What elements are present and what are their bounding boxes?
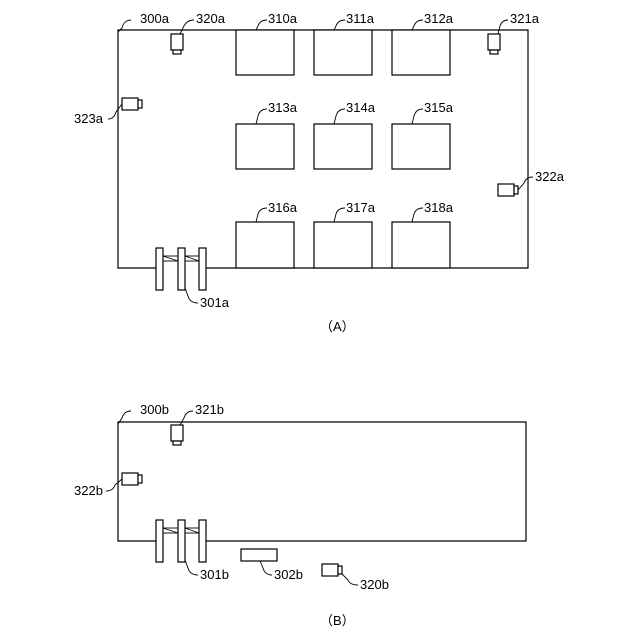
shelf-316a: [236, 222, 294, 268]
shelf-312a: [392, 30, 450, 75]
camera-323a-icon: [122, 98, 142, 110]
shelf-310a: [236, 30, 294, 75]
label-321a: 321a: [510, 11, 540, 26]
counter-302b: [241, 549, 277, 561]
label-322b: 322b: [74, 483, 103, 498]
camera-322a-icon: [498, 184, 518, 196]
camera-320a-icon: [171, 34, 183, 54]
shelf-314a: [314, 124, 372, 169]
leader-302b: [260, 561, 272, 575]
leader-318a: [412, 208, 423, 222]
gate-301b: [156, 520, 206, 562]
camera-321a-icon: [488, 34, 500, 54]
label-317a: 317a: [346, 200, 376, 215]
caption-a: （A）: [320, 319, 355, 334]
label-321b: 321b: [195, 402, 224, 417]
gate-301a: [156, 248, 206, 290]
leader-320b: [342, 574, 358, 585]
label-301a: 301a: [200, 295, 230, 310]
leader-320a: [180, 20, 194, 34]
leader-323a: [108, 104, 122, 119]
label-310a: 310a: [268, 11, 298, 26]
label-320b: 320b: [360, 577, 389, 592]
figure-a: 300a 320a 310a 311a 312a 321a 313a 314a …: [74, 11, 565, 334]
shelf-315a: [392, 124, 450, 169]
label-300a: 300a: [140, 11, 170, 26]
leader-321a: [498, 20, 508, 34]
leader-322a: [518, 177, 533, 190]
label-320a: 320a: [196, 11, 226, 26]
shelf-318a: [392, 222, 450, 268]
label-300b: 300b: [140, 402, 169, 417]
leader-317a: [334, 208, 345, 222]
leader-310a: [256, 20, 267, 30]
label-302b: 302b: [274, 567, 303, 582]
label-311a: 311a: [346, 11, 375, 26]
leader-316a: [256, 208, 267, 222]
figure-b: 300b 321b 322b 301b 302b 320b （B）: [74, 402, 526, 628]
label-315a: 315a: [424, 100, 454, 115]
leader-301b: [185, 560, 198, 575]
leader-313a: [256, 109, 267, 124]
label-314a: 314a: [346, 100, 376, 115]
shelf-311a: [314, 30, 372, 75]
camera-320b-icon: [322, 564, 342, 576]
shelf-317a: [314, 222, 372, 268]
leader-311a: [334, 20, 345, 30]
leader-322b: [106, 479, 122, 491]
camera-322b-icon: [122, 473, 142, 485]
label-313a: 313a: [268, 100, 298, 115]
label-318a: 318a: [424, 200, 454, 215]
leader-301a: [185, 288, 198, 303]
caption-b: （B）: [320, 613, 355, 628]
label-323a: 323a: [74, 111, 104, 126]
leader-321b: [180, 411, 193, 425]
leader-314a: [334, 109, 345, 124]
leader-312a: [412, 20, 423, 30]
label-312a: 312a: [424, 11, 454, 26]
label-322a: 322a: [535, 169, 565, 184]
leader-315a: [412, 109, 423, 124]
camera-321b-icon: [171, 425, 183, 445]
shelf-313a: [236, 124, 294, 169]
label-316a: 316a: [268, 200, 298, 215]
label-301b: 301b: [200, 567, 229, 582]
